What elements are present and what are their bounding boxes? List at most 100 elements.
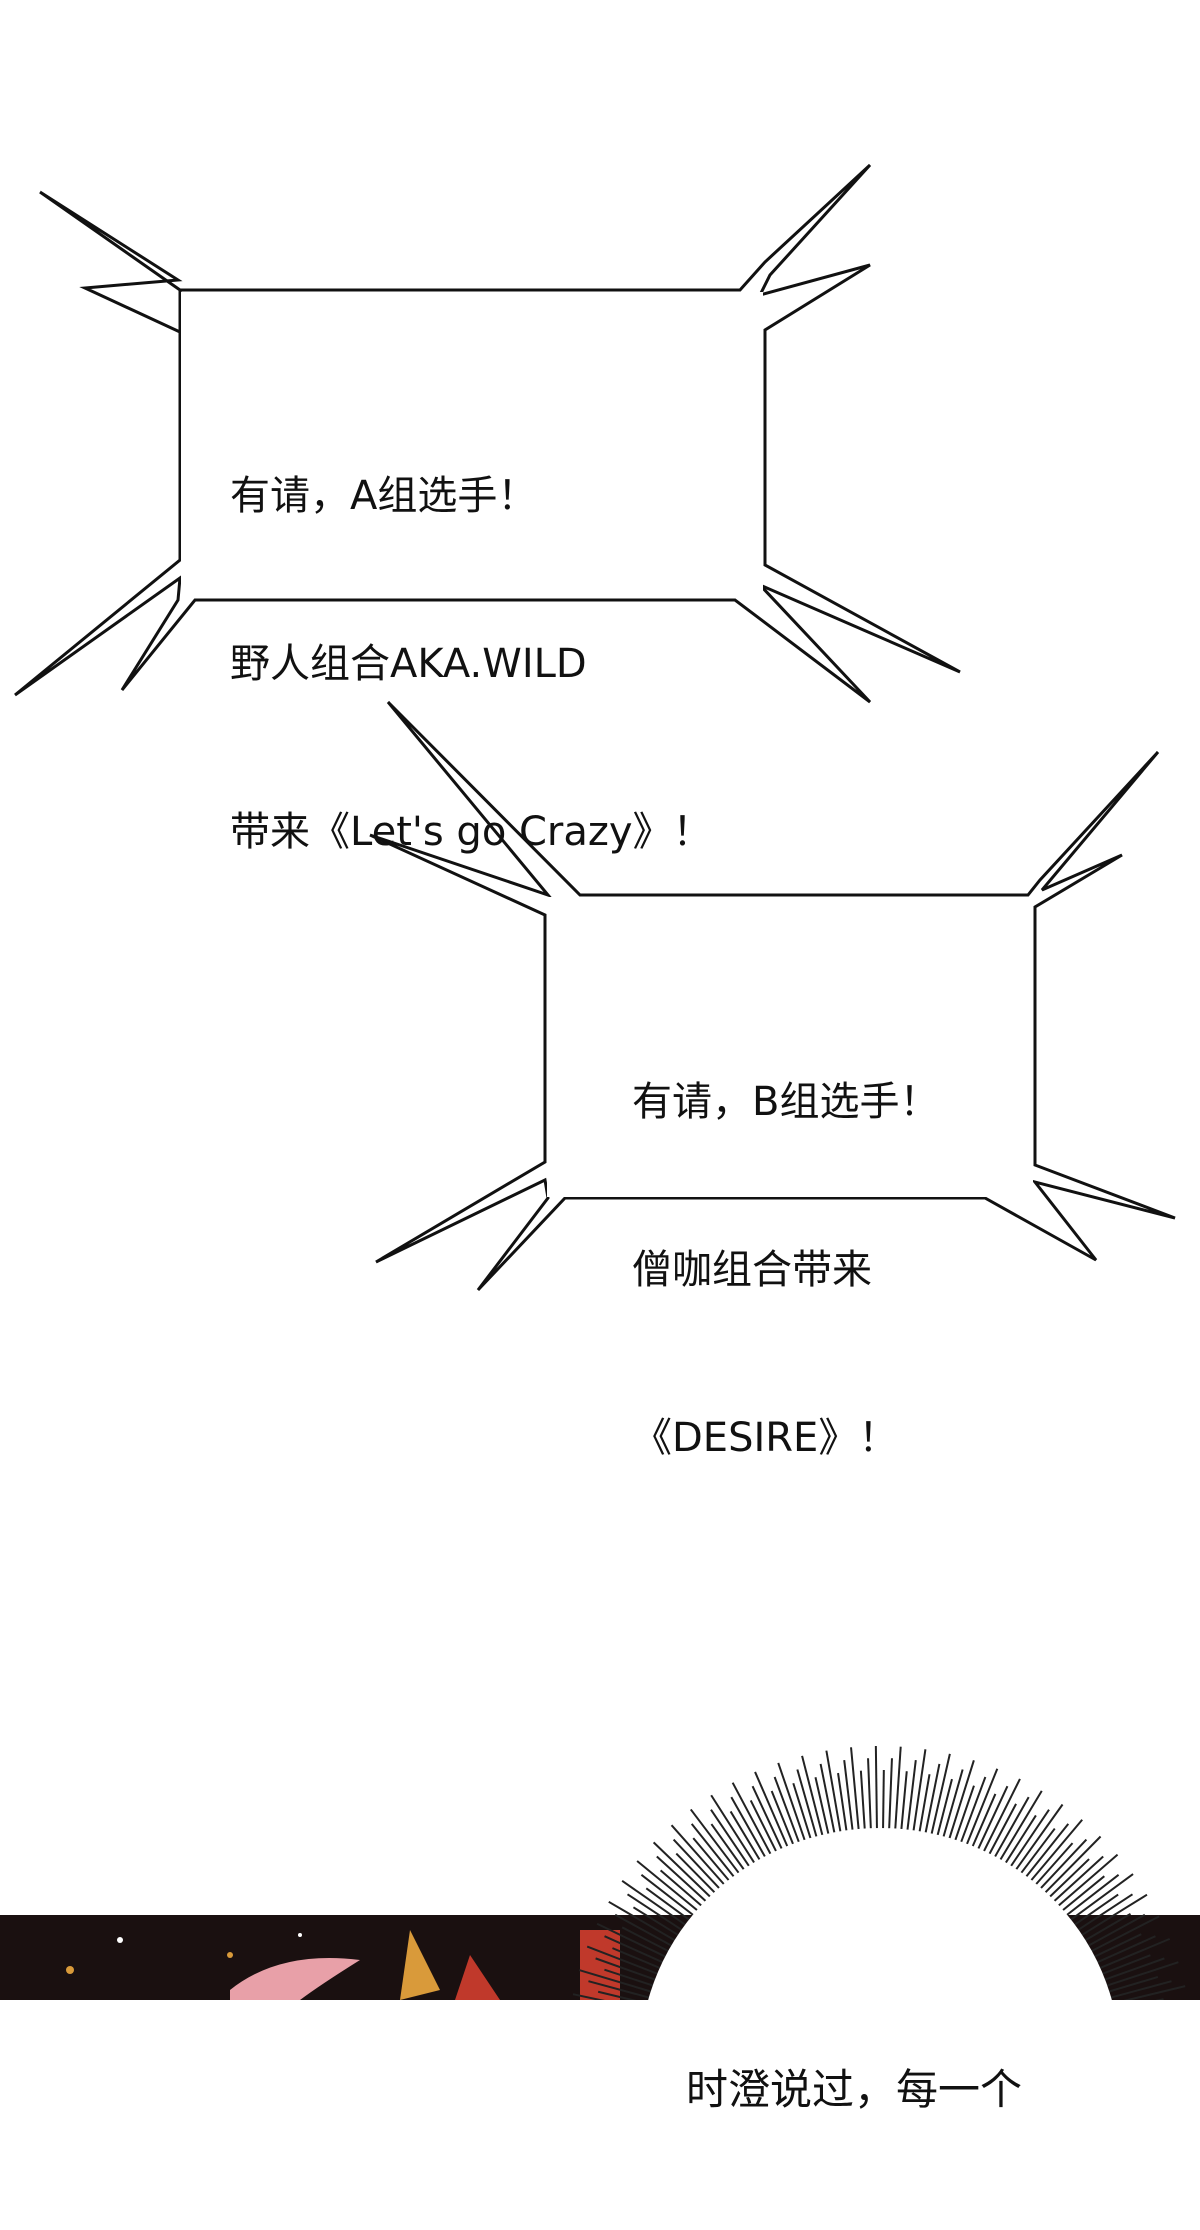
burst-ray xyxy=(645,1887,696,1925)
burst-ray xyxy=(672,1838,724,1893)
burst-ray xyxy=(874,1746,878,1831)
burst-ray xyxy=(941,1769,964,1840)
burst-ray xyxy=(729,1810,763,1864)
burst-ray xyxy=(632,1906,685,1940)
bubble-b-line-1: 有请，B组选手！ xyxy=(632,1079,940,1125)
burst-ray xyxy=(964,1768,999,1848)
burst-ray xyxy=(1071,1893,1134,1935)
burst-ray xyxy=(1101,1980,1172,2001)
burst-ray xyxy=(621,1926,676,1956)
burst-ray xyxy=(796,1769,819,1840)
burst-ray xyxy=(918,1774,931,1834)
burst-ray xyxy=(1086,1933,1142,1962)
burst-ray xyxy=(754,1771,790,1850)
burst-ray xyxy=(1091,1937,1171,1973)
burst-ray xyxy=(659,1869,707,1911)
burst-ray xyxy=(770,1790,796,1848)
burst-ray xyxy=(596,1922,674,1962)
burst-ray xyxy=(710,1794,758,1867)
burst-ray xyxy=(912,1749,927,1833)
burst-ray xyxy=(888,1758,893,1831)
burst-ray xyxy=(777,1762,807,1843)
burst-ray xyxy=(1096,1957,1165,1984)
bubble-b-line-2: 僧咖组合带来 xyxy=(632,1247,872,1293)
bubble-a-line-1: 有请，A组选手！ xyxy=(230,473,538,519)
bubble-c-line-1: 时澄说过，每一个 xyxy=(686,2065,1023,2114)
burst-ray xyxy=(1068,1893,1119,1930)
burst-ray xyxy=(1089,1935,1156,1967)
burst-ray xyxy=(924,1763,941,1835)
burst-ray xyxy=(604,1968,662,1990)
burst-ray xyxy=(992,1796,1030,1861)
bubble-b-text: 有请，B组选手！ 僧咖组合带来 《DESIRE》！ xyxy=(632,962,939,1578)
burst-ray xyxy=(1094,1954,1151,1978)
burst-ray xyxy=(1049,1855,1104,1906)
bubble-a-line-3: 带来《Let's go Crazy》！ xyxy=(230,809,713,855)
burst-ray xyxy=(652,1841,715,1902)
burst-ray xyxy=(751,1785,784,1852)
burst-ray xyxy=(710,1809,753,1870)
burst-ray xyxy=(621,1880,692,1930)
burst-ray xyxy=(640,1874,699,1920)
burst-ray xyxy=(1078,1913,1132,1945)
burst-ray xyxy=(882,1770,885,1831)
burst-ray xyxy=(1027,1819,1083,1885)
burst-ray xyxy=(981,1778,1021,1855)
burst-ray xyxy=(749,1799,779,1855)
burst-ray xyxy=(588,1980,659,2001)
burst-ray xyxy=(595,1957,664,1984)
burst-ray xyxy=(1081,1913,1146,1951)
burst-ray xyxy=(675,1852,720,1897)
burst-ray xyxy=(586,1945,666,1978)
burst-ray xyxy=(1075,1893,1148,1940)
burst-ray xyxy=(930,1753,951,1836)
burst-ray xyxy=(953,1785,975,1843)
speech-bubble-b xyxy=(369,700,1176,1292)
burst-ray xyxy=(1064,1873,1134,1925)
burst-ray xyxy=(947,1760,975,1841)
burst-ray xyxy=(997,1790,1043,1864)
burst-ray xyxy=(894,1746,902,1831)
burst-ray xyxy=(959,1776,987,1845)
burst-ray xyxy=(1031,1842,1074,1889)
speech-bubble-a xyxy=(14,163,961,704)
burst-ray xyxy=(626,1893,689,1935)
burst-ray xyxy=(1007,1809,1050,1870)
burst-ray xyxy=(825,1750,842,1834)
burst-ray xyxy=(1036,1838,1088,1893)
burst-ray xyxy=(970,1793,997,1850)
bubble-a-text: 有请，A组选手！ 野人组合AKA.WILD 带来《Let's go Crazy》… xyxy=(230,356,713,972)
burst-ray xyxy=(731,1782,773,1858)
comic-art xyxy=(0,163,1200,2061)
burst-ray xyxy=(859,1770,866,1831)
burst-ray xyxy=(900,1771,908,1832)
bubble-c-text: 时澄说过，每一个 xyxy=(686,1950,1022,2230)
burst-ray xyxy=(1053,1853,1119,1911)
burst-ray xyxy=(614,1913,679,1951)
burst-ray xyxy=(837,1772,848,1833)
burst-ray xyxy=(792,1782,813,1841)
burst-ray xyxy=(1022,1823,1070,1881)
burst-ray xyxy=(670,1824,729,1889)
burst-ray xyxy=(1012,1803,1064,1874)
burst-ray xyxy=(689,1808,743,1878)
burst-ray xyxy=(1040,1835,1102,1897)
bubble-a-line-2: 野人组合AKA.WILD xyxy=(230,641,587,687)
burst-ray xyxy=(710,1823,748,1874)
burst-ray xyxy=(692,1837,733,1885)
burst-ray xyxy=(1017,1827,1056,1878)
burst-ray xyxy=(1057,1875,1105,1916)
burst-ray xyxy=(656,1855,711,1906)
burst-ray xyxy=(976,1785,1009,1852)
burst-ray xyxy=(906,1760,917,1832)
burst-ray xyxy=(1084,1915,1160,1956)
burst-ray xyxy=(608,1900,682,1945)
burst-ray xyxy=(1061,1874,1120,1920)
burst-ray xyxy=(636,1860,703,1916)
burst-ray xyxy=(578,1969,660,1996)
burst-ray xyxy=(1100,1976,1159,1996)
burst-ray xyxy=(819,1763,836,1835)
burst-ray xyxy=(987,1803,1017,1858)
burst-ray xyxy=(843,1760,854,1832)
comic-page: 有请，A组选手！ 野人组合AKA.WILD 带来《Let's go Crazy》… xyxy=(0,163,1200,2114)
